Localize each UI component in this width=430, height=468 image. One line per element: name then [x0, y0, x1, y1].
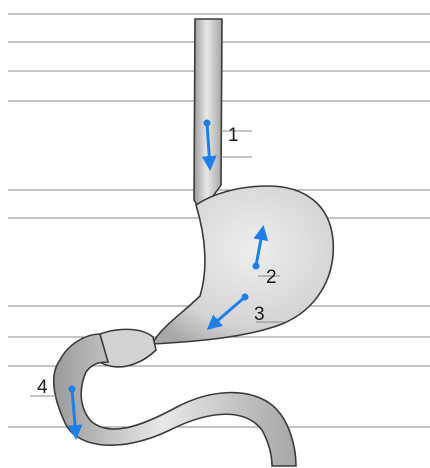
duodenum	[54, 334, 296, 466]
label-4: 4	[37, 378, 48, 397]
esophagus	[194, 19, 222, 210]
label-2: 2	[266, 268, 277, 287]
stomach-body	[152, 186, 333, 344]
label-1: 1	[228, 126, 239, 145]
label-3: 3	[254, 305, 265, 324]
